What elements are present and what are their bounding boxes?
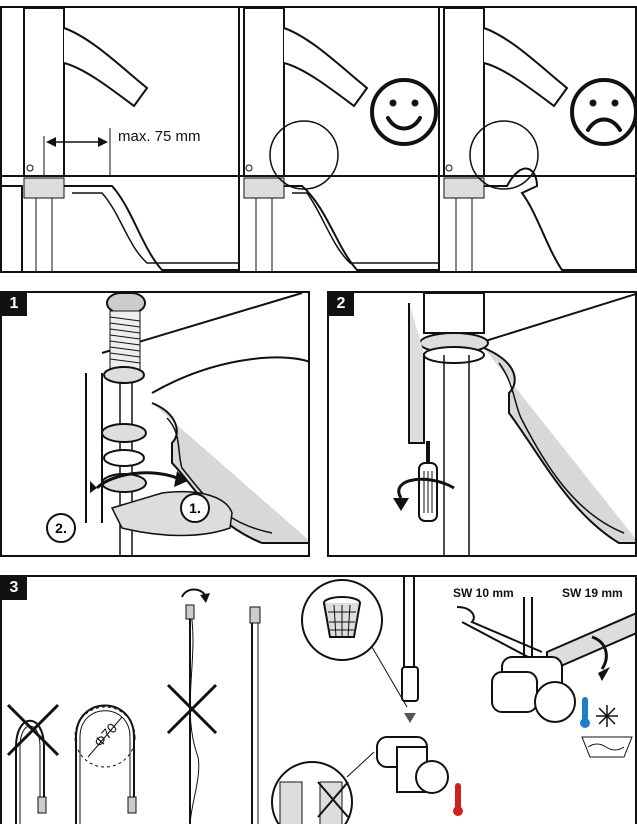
- hose-u-correct: [74, 704, 137, 824]
- step-3-drawing: [6, 577, 635, 824]
- max-dimension-label: max. 75 mm: [118, 128, 201, 145]
- cross-icon: [166, 683, 218, 735]
- wrench-size-large: SW 19 mm: [562, 586, 623, 600]
- hose-straight: [249, 606, 261, 824]
- callout-step-2: 2.: [46, 513, 76, 543]
- screwdriver: [418, 441, 438, 522]
- strainer-icon: [301, 579, 383, 661]
- step-2-panel: 2: [327, 291, 637, 557]
- rotate-arrow-icon: [397, 477, 455, 499]
- rotate-arrow-icon: [591, 635, 608, 670]
- hose-u-too-tight: [15, 719, 47, 824]
- faucet-body-b: [243, 8, 439, 271]
- step-number: 3: [2, 577, 27, 600]
- smiley-sad-icon: [570, 78, 635, 146]
- top-strip: max. 75 mm: [0, 6, 637, 273]
- step-3-panel: 3: [0, 575, 637, 824]
- faucet-body-c: [443, 8, 635, 271]
- cross-icon: [6, 703, 60, 757]
- hose-twisted: [185, 604, 200, 824]
- thermometer-icon: [453, 783, 463, 816]
- basin-a: [2, 177, 239, 271]
- angle-valve: [376, 736, 449, 794]
- hand: [110, 490, 233, 537]
- faucet-body-a: [23, 8, 149, 177]
- step-number: 1: [2, 293, 27, 316]
- step-1-panel: 1: [0, 291, 310, 557]
- thread-inset: [271, 761, 353, 824]
- top-strip-drawing: [2, 8, 635, 271]
- smiley-happy-icon: [370, 78, 438, 146]
- washer-stack: [101, 366, 147, 493]
- step-2-drawing: [393, 293, 635, 555]
- angle-valve-upper: [491, 656, 576, 723]
- callout-step-1: 1.: [180, 493, 210, 523]
- wrench-size-small: SW 10 mm: [453, 586, 514, 600]
- step-number: 2: [329, 293, 354, 316]
- rotate-arrow-icon: [95, 471, 178, 490]
- dimension-max-75: [43, 128, 111, 176]
- thermometer-cold-icon: [580, 697, 590, 728]
- step-1-drawing: [85, 293, 308, 555]
- snowflake-icon: [596, 705, 618, 727]
